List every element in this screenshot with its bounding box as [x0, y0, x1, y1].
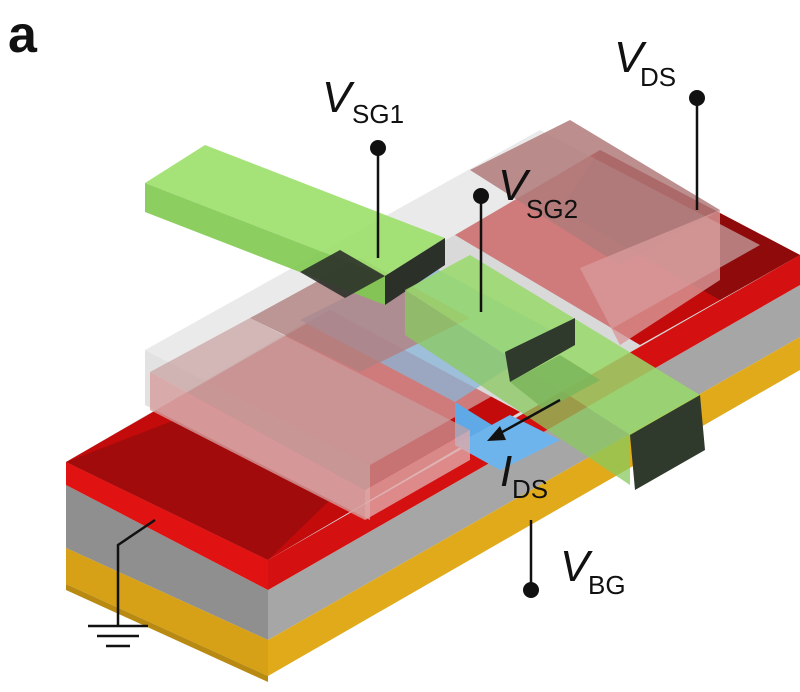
source-pad: [150, 258, 470, 520]
svg-text:BG: BG: [588, 570, 626, 600]
current-arrow: [487, 398, 561, 441]
vds-lead: [689, 90, 705, 210]
svg-text:SG1: SG1: [352, 99, 404, 129]
split-gate-2: [405, 255, 705, 490]
split-gate-1: [145, 145, 445, 305]
ids-label: I DS: [500, 447, 548, 504]
svg-text:V: V: [560, 542, 593, 591]
svg-text:DS: DS: [640, 62, 676, 92]
vbg-lead: [523, 520, 539, 598]
svg-text:V: V: [498, 161, 531, 210]
vsg1-label: V SG1: [322, 73, 404, 129]
panel-label: a: [8, 6, 38, 64]
vsg2-lead: [473, 188, 489, 312]
vsg1-lead: [370, 140, 386, 258]
drain-pad: [470, 120, 720, 345]
vsg2-label: V SG2: [498, 161, 578, 224]
svg-text:SG2: SG2: [526, 194, 578, 224]
svg-text:V: V: [614, 33, 647, 82]
ground-icon: [88, 518, 156, 648]
vds-label: V DS: [614, 33, 676, 92]
svg-text:DS: DS: [512, 474, 548, 504]
svg-text:V: V: [322, 73, 355, 122]
vbg-label: V BG: [560, 542, 626, 600]
svg-text:I: I: [500, 447, 512, 496]
